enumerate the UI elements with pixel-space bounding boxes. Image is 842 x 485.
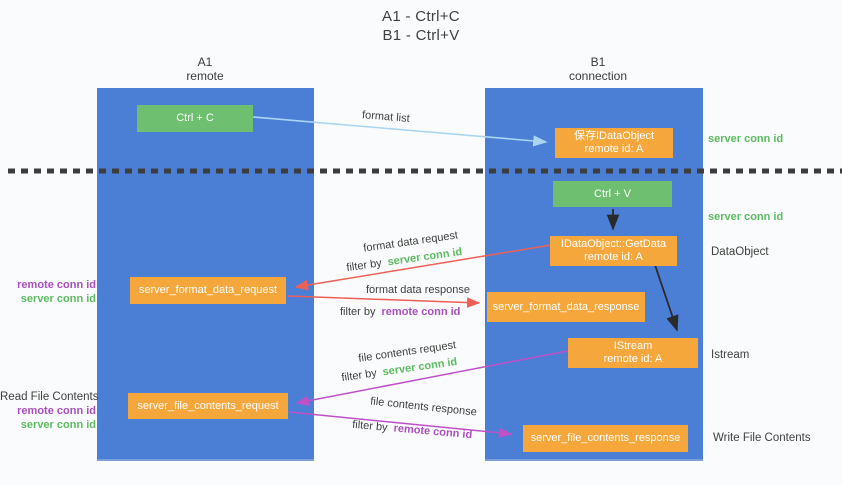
file-contents-response-arrow	[288, 411, 513, 439]
filter-by-remote-conn-id-label-1: filter by remote conn id	[340, 306, 460, 318]
write-file-contents-label: Write File Contents	[713, 432, 811, 444]
lane-a1-subtitle: remote	[186, 69, 224, 83]
idataobject-getdata-box: IDataObject::GetData remote id: A	[550, 236, 677, 266]
diagram-title: A1 - Ctrl+C B1 - Ctrl+V	[321, 7, 521, 45]
server-file-contents-response-box: server_file_contents_response	[523, 425, 688, 452]
ctrl-v-label: Ctrl + V	[594, 187, 631, 200]
lane-b1-header: B1 connection	[538, 55, 658, 83]
lane-a1-title: A1	[197, 55, 213, 69]
save-idataobject-line1: 保存IDataObject	[573, 130, 655, 142]
server-file-contents-response-label: server_file_contents_response	[530, 432, 681, 444]
dataobject-label: DataObject	[711, 246, 769, 258]
lane-b1-title: B1	[590, 55, 606, 69]
left-conn-id-annotations: remote conn id server conn id	[8, 278, 96, 306]
server-conn-id-label-right-1: server conn id	[708, 133, 784, 145]
ctrl-c-box: Ctrl + C	[137, 105, 253, 132]
remote-conn-id-label: remote conn id	[17, 279, 96, 291]
istream-label: Istream	[711, 349, 750, 361]
ctrl-v-box: Ctrl + V	[553, 181, 672, 207]
server-format-data-response-label: server_format_data_response	[492, 300, 640, 313]
remote-conn-id-highlight: remote conn id	[381, 306, 461, 318]
file-contents-request-arrow	[295, 350, 568, 406]
save-idataobject-line2: remote id: A	[584, 143, 644, 155]
server-format-data-request-box: server_format_data_request	[130, 277, 286, 304]
istream-line2: remote id: A	[603, 353, 663, 365]
istream-box: IStream remote id: A	[568, 338, 698, 368]
read-file-contents-annotations: Read File Contents remote conn id server…	[0, 390, 99, 432]
lane-a1-header: A1 remote	[145, 55, 265, 83]
format-data-response-label: format data response	[366, 284, 470, 296]
server-file-contents-request-box: server_file_contents_request	[128, 393, 288, 419]
filter-prefix: filter by	[340, 306, 376, 318]
istream-line1: IStream	[613, 340, 653, 352]
server-format-data-request-label: server_format_data_request	[138, 284, 278, 296]
getdata-to-istream-arrow	[654, 264, 679, 332]
server-format-data-response-box: server_format_data_response	[487, 292, 645, 322]
server-conn-id-label: server conn id	[20, 419, 96, 431]
server-conn-id-label: server conn id	[20, 293, 96, 305]
ctrl-c-label: Ctrl + C	[176, 112, 214, 124]
server-file-contents-request-label: server_file_contents_request	[137, 399, 279, 412]
title-line-2: B1 - Ctrl+V	[382, 27, 460, 44]
read-file-contents-label: Read File Contents	[0, 391, 99, 403]
format-data-request-arrow	[294, 244, 552, 291]
getdata-line2: remote id: A	[584, 251, 643, 263]
save-idataobject-box: 保存IDataObject remote id: A	[555, 128, 673, 158]
getdata-line1: IDataObject::GetData	[560, 238, 667, 250]
lane-b1-subtitle: connection	[568, 69, 628, 83]
format-data-response-arrow	[287, 295, 481, 308]
format-list-arrow	[252, 116, 548, 147]
remote-conn-id-label: remote conn id	[17, 405, 96, 417]
server-conn-id-label-right-2: server conn id	[708, 211, 784, 223]
title-line-1: A1 - Ctrl+C	[382, 8, 460, 25]
